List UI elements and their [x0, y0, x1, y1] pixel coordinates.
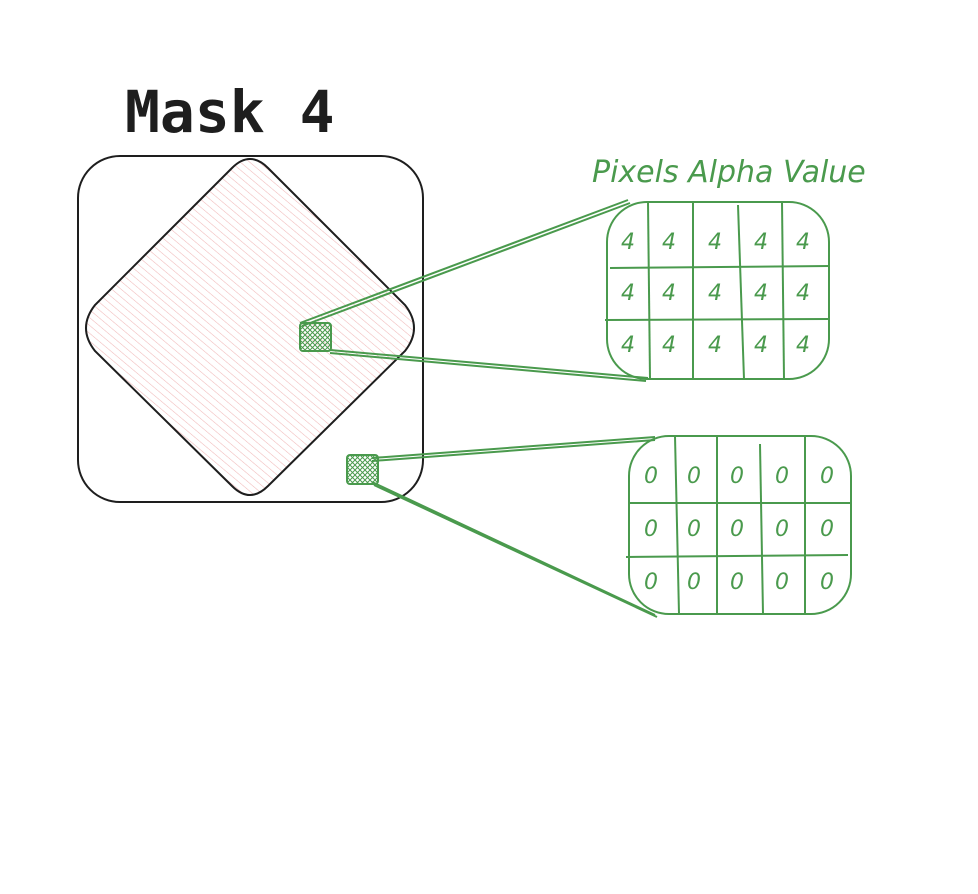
grid-cell-value: 4 [796, 333, 810, 358]
grid-cell-value: 4 [621, 281, 635, 306]
zoom-connector-line [373, 484, 658, 618]
sample-pixel-outside [346, 454, 379, 485]
grid-cell-value: 0 [687, 464, 701, 489]
grid-cell-value: 4 [621, 333, 635, 358]
grid-cell-value: 4 [662, 230, 676, 255]
grid-cell-value: 0 [775, 517, 789, 542]
grid-cell-value: 4 [754, 333, 768, 358]
grid-cell-value: 4 [708, 281, 722, 306]
grid-cell-value: 4 [662, 333, 676, 358]
grid-cell-value: 0 [730, 570, 744, 595]
mask-frame [77, 155, 424, 503]
alpha-grid-bottom [625, 435, 852, 615]
grid-cell-value: 4 [796, 230, 810, 255]
zoom-connector-line [371, 436, 656, 459]
diagram-title: Mask 4 [125, 78, 335, 146]
mask-diamond-shape [85, 158, 415, 496]
grid-cell-value: 4 [796, 281, 810, 306]
grid-cell-value: 4 [708, 230, 722, 255]
zoom-connector-line [371, 481, 656, 616]
grid-cell-value: 0 [820, 464, 834, 489]
grid-cell-value: 4 [662, 281, 676, 306]
zoom-connector-line [329, 349, 649, 379]
grid-cell-value: 0 [644, 570, 658, 595]
grid-cell-value: 0 [820, 517, 834, 542]
grid-cell-value: 4 [621, 230, 635, 255]
zoom-connector-line [329, 352, 647, 382]
grid-cell-value: 0 [820, 570, 834, 595]
grid-cell-values: 4 4 4 4 4 4 4 4 4 4 4 4 4 4 4 0 0 0 0 0 0 0 0 0 0 0 0 0 0 0 [621, 230, 834, 595]
grid-cell-value: 4 [708, 333, 722, 358]
grid-cell-value: 0 [644, 464, 658, 489]
grid-cell-value: 0 [730, 464, 744, 489]
grid-cell-value: 4 [754, 281, 768, 306]
grid-cell-value: 0 [687, 570, 701, 595]
alpha-value-heading: Pixels Alpha Value [592, 155, 866, 190]
grid-cell-value: 0 [775, 464, 789, 489]
grid-cell-value: 0 [644, 517, 658, 542]
grid-cell-value: 4 [754, 230, 768, 255]
grid-cell-value: 0 [687, 517, 701, 542]
sample-pixel-inside [299, 322, 332, 352]
alpha-grid-top [604, 201, 831, 380]
grid-cell-value: 0 [730, 517, 744, 542]
zoom-connector-line [301, 202, 631, 327]
zoom-connector-line [299, 199, 629, 324]
zoom-connector-line [371, 439, 656, 462]
grid-cell-value: 0 [775, 570, 789, 595]
